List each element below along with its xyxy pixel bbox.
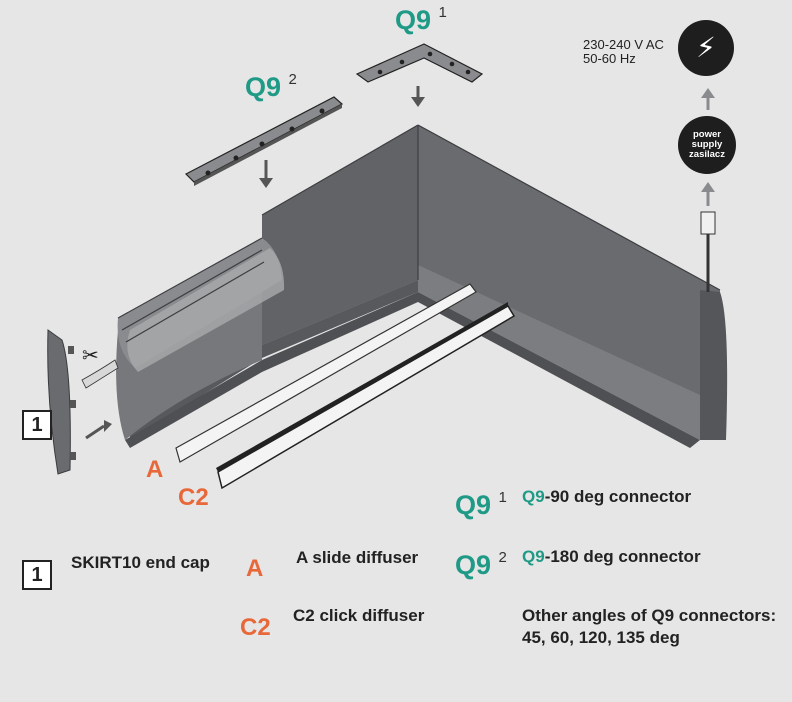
q9-90-top-label: Q9 1	[395, 4, 447, 36]
legend-end-cap-box: 1	[22, 560, 52, 590]
profile-ridges	[117, 124, 721, 343]
profile-right-end	[700, 290, 728, 440]
voltage-text: 230-240 V AC	[583, 37, 664, 52]
end-cap-shape	[47, 329, 71, 475]
cable-plug	[700, 211, 716, 235]
legend-q9-90-code: Q9 1	[455, 489, 507, 521]
connector-q9-180-side	[194, 104, 342, 186]
legend-other-angles-line2: 45, 60, 120, 135 deg	[522, 628, 680, 647]
q9-90-top-sup: 1	[438, 4, 447, 21]
legend-slide-text: A slide diffuser	[296, 548, 419, 567]
connector-q9-180-plate	[184, 96, 344, 183]
legend-end-cap-text: SKIRT10 end cap	[71, 553, 210, 572]
arrow-down-q9-180	[259, 178, 273, 188]
diffuser-c2-rim	[216, 302, 508, 472]
end-cap-number-box: 1	[22, 410, 52, 440]
q9-90-top-code: Q9	[395, 5, 432, 35]
power-supply-circle: power supply zasilacz	[678, 116, 736, 174]
mains-circle: ⚡︎	[678, 20, 734, 76]
legend-q9-90-text: Q9-90 deg connector	[522, 487, 691, 507]
led-tape	[81, 359, 119, 389]
connector-q9-90-holes	[377, 51, 471, 75]
profile-channel-glass	[127, 248, 285, 372]
arrow-down-q9-90	[411, 97, 425, 107]
legend-q9-180-code: Q9 2	[455, 549, 507, 581]
power-supply-label: power supply zasilacz	[689, 130, 725, 160]
connector-q9-90-plate	[355, 43, 484, 83]
legend-click-text: C2 click diffuser	[293, 606, 425, 625]
legend-other-angles-line1: Other angles of Q9 connectors:	[522, 606, 777, 625]
legend-q9-90-sup: 1	[498, 489, 507, 506]
profile-right-arm-floor	[418, 265, 700, 440]
legend-q9-90-prefix: Q9	[522, 487, 545, 506]
diffuser-c2-strip	[217, 304, 516, 490]
legend-q9-180-prefix: Q9	[522, 547, 545, 566]
legend-q9-180-desc: -180 deg connector	[544, 547, 701, 566]
legend-click-letter: C2	[240, 614, 271, 641]
arrow-up-2	[701, 88, 715, 98]
power-supply-line1: power	[693, 129, 721, 140]
power-supply-line3: zasilacz	[689, 149, 725, 160]
connector-q9-180-holes	[205, 108, 325, 176]
end-cap-tab-2	[70, 400, 76, 408]
lightning-icon: ⚡︎	[696, 32, 716, 63]
diffuser-c2-label: C2	[178, 484, 209, 511]
q9-180-top-label: Q9 2	[245, 71, 297, 103]
legend-q9-180-code-text: Q9	[455, 550, 492, 580]
profile-left-arm-bottom	[128, 280, 418, 440]
frequency-text: 50-60 Hz	[583, 51, 636, 66]
arrow-up-1	[701, 182, 715, 192]
q9-180-top-sup: 2	[288, 71, 297, 88]
power-supply-line2: supply	[691, 139, 723, 150]
diffuser-a-strip	[175, 283, 477, 463]
q9-180-top-code: Q9	[245, 72, 282, 102]
legend-slide-letter: A	[246, 555, 264, 582]
diffuser-a-label: A	[146, 456, 164, 483]
legend-q9-180-sup: 2	[498, 549, 507, 566]
legend-q9-180-text: Q9-180 deg connector	[522, 547, 701, 567]
profile-right-arm	[418, 125, 720, 440]
end-cap-tab-3	[70, 452, 76, 460]
profile-back-wall	[262, 125, 418, 345]
end-cap-tab-1	[68, 346, 74, 354]
legend-q9-90-desc: -90 deg connector	[544, 487, 692, 506]
legend-q9-90-code-text: Q9	[455, 490, 492, 520]
arrow-to-profile	[104, 420, 112, 432]
scissors-icon: ✂	[82, 343, 99, 367]
